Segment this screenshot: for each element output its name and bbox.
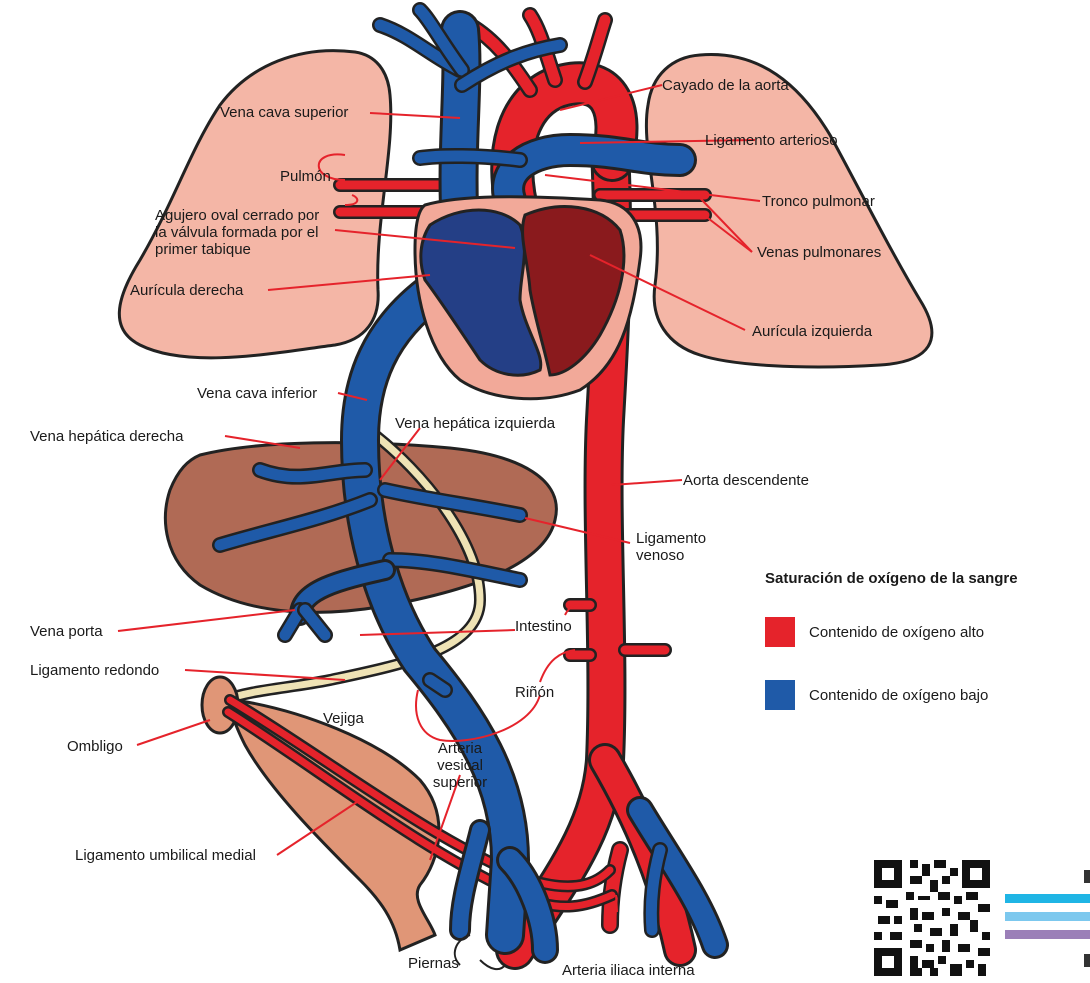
label-ombligo: Ombligo [67,738,123,755]
label-ligamento-redondo: Ligamento redondo [30,662,159,679]
label-vejiga: Vejiga [323,710,364,727]
decor-mark-top [1084,870,1090,883]
label-intestino: Intestino [515,618,572,635]
label-auricula-izquierda: Aurícula izquierda [752,323,872,340]
label-vena-cava-superior: Vena cava superior [220,104,348,121]
label-piernas: Piernas [408,955,459,972]
label-aorta-descendente: Aorta descendente [683,472,809,489]
label-cayado-aorta: Cayado de la aorta [662,77,789,94]
legend-item-high-oxygen: Contenido de oxígeno alto [765,617,984,647]
decor-stripe-purple [1005,930,1090,939]
legend-label-low: Contenido de oxígeno bajo [809,687,988,704]
label-vena-cava-inferior: Vena cava inferior [197,385,317,402]
label-ligamento-arterioso: Ligamento arterioso [705,132,838,149]
label-arteria-iliaca-interna: Arteria iliaca interna [562,962,695,979]
label-agujero-oval: Agujero oval cerrado por la válvula form… [155,207,333,258]
legend-swatch-blue [765,680,795,710]
decor-stripe-cyan [1005,894,1090,903]
label-rinon: Riñón [515,684,554,701]
legend-title: Saturación de oxígeno de la sangre [765,570,1085,587]
label-auricula-derecha: Aurícula derecha [130,282,243,299]
label-vena-hepatica-izquierda: Vena hepática izquierda [395,415,555,432]
label-ligamento-umbilical-medial: Ligamento umbilical medial [75,847,256,864]
label-tronco-pulmonar: Tronco pulmonar [762,193,875,210]
legend-swatch-red [765,617,795,647]
legend: Saturación de oxígeno de la sangre Conte… [765,570,1085,587]
label-pulmon: Pulmón [280,168,331,185]
label-venas-pulmonares: Venas pulmonares [757,244,881,261]
label-vena-hepatica-derecha: Vena hepática derecha [30,428,183,445]
legend-label-high: Contenido de oxígeno alto [809,624,984,641]
label-arteria-vesical-superior: Arteria vesical superior [424,740,496,791]
label-ligamento-venoso: Ligamento venoso [636,530,716,564]
decor-stripe-lightblue [1005,912,1090,921]
legend-item-low-oxygen: Contenido de oxígeno bajo [765,680,988,710]
decor-mark-bottom [1084,954,1090,967]
qr-code-icon [874,860,990,976]
label-vena-porta: Vena porta [30,623,103,640]
